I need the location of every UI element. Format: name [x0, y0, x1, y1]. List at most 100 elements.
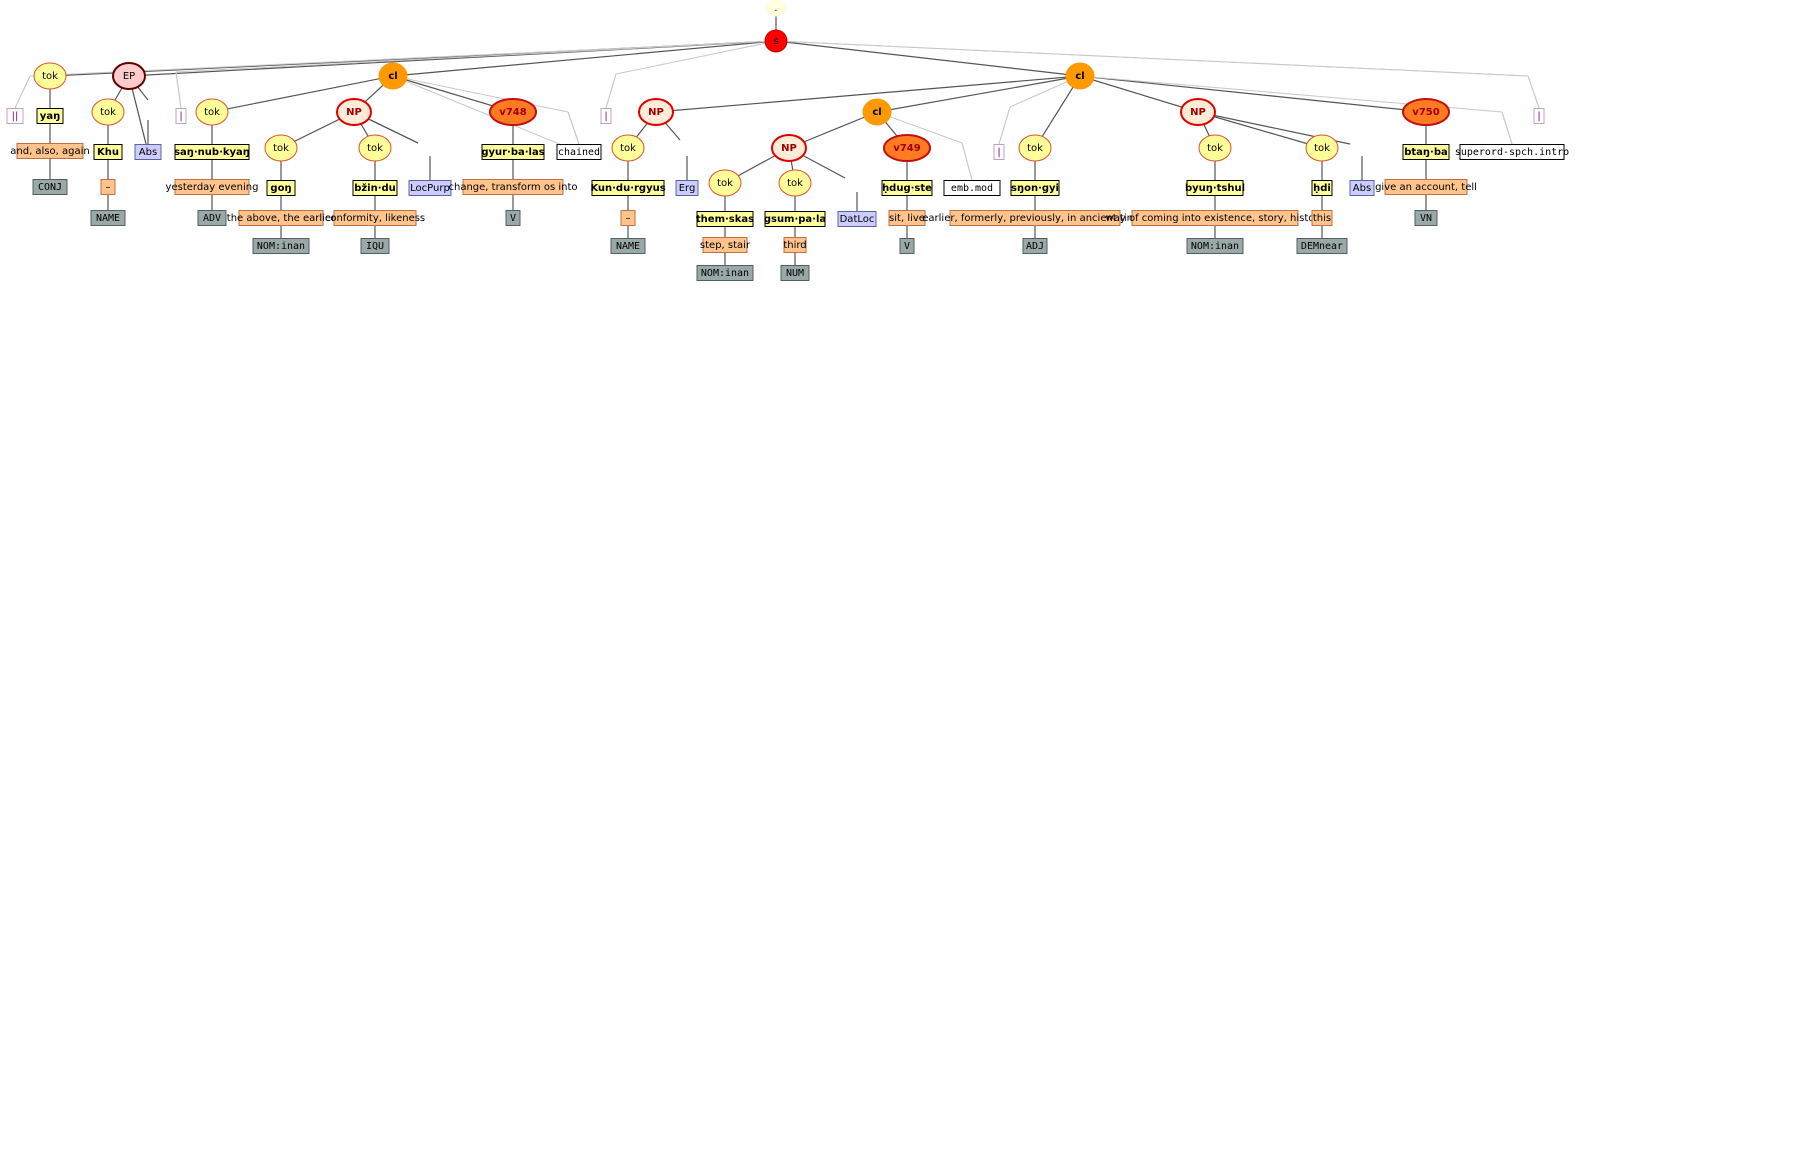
- word-snon-text: sŋon·gyi: [1011, 183, 1059, 194]
- tok-node-gsum-label: tok: [787, 178, 803, 189]
- tok-node-byun-label: tok: [1207, 143, 1223, 154]
- tok-node-gon-shape: [264, 134, 298, 162]
- cl-node-2: cl: [1065, 62, 1095, 90]
- gloss-btan: give an account, tell: [1375, 179, 1477, 195]
- punct-bar-3: |: [993, 144, 1005, 160]
- gloss-gsum-text: third: [783, 240, 806, 251]
- pos-snon-box: [1022, 238, 1048, 254]
- tok-node-them-shape: [708, 169, 742, 197]
- pos-kun-text: NAME: [616, 241, 640, 252]
- gloss-kun: –: [620, 210, 636, 226]
- word-yan: yaŋ: [36, 108, 64, 124]
- punct-bar-2-box: [600, 108, 612, 124]
- word-khu: Khu: [93, 144, 123, 160]
- gloss-hdug-box: [888, 210, 926, 226]
- tok-node-gsum: tok: [778, 169, 812, 197]
- np-node-4-label: NP: [1190, 107, 1206, 118]
- cl-node-1-label: cl: [388, 71, 397, 82]
- tok-node-gsum-shape: [778, 169, 812, 197]
- pos-bzin: IQU: [360, 238, 390, 254]
- gloss-hdi-text: this: [1313, 213, 1331, 224]
- pos-snon-text: ADJ: [1026, 241, 1044, 252]
- gloss-khu-text: –: [106, 182, 111, 193]
- pos-kun-box: [610, 238, 646, 254]
- cl-node-1-shape: [378, 62, 408, 90]
- root-node-label: .: [774, 3, 777, 14]
- leaf-stub: [14, 75, 31, 109]
- punct-double-bar-box: [6, 108, 24, 124]
- s-node-label: s: [773, 36, 778, 47]
- word-kun-box: [591, 180, 665, 196]
- np-node-4: NP: [1180, 98, 1216, 126]
- label-emb-mod-text: emb.mod: [951, 183, 993, 194]
- case-abs-2-box: [1349, 180, 1375, 196]
- cl-node-3: cl: [862, 98, 892, 126]
- v750-node-label: v750: [1412, 107, 1439, 118]
- word-bzin: bžin·du: [352, 180, 398, 196]
- gloss-them: step, stair: [700, 237, 751, 253]
- gloss-them-text: step, stair: [700, 240, 751, 251]
- tree-edge: [392, 40, 777, 77]
- label-chained: chained: [556, 144, 602, 160]
- tree-edge: [392, 75, 569, 113]
- pos-hdug: V: [899, 238, 915, 254]
- word-snon: sŋon·gyi: [1010, 180, 1060, 196]
- gloss-gyur-box: [462, 179, 564, 195]
- v749-node-shape: [883, 134, 931, 162]
- cl-node-1: cl: [378, 62, 408, 90]
- pos-gsum-text: NUM: [786, 268, 804, 279]
- punct-bar-4: |: [1533, 108, 1545, 124]
- v750-node-shape: [1402, 98, 1450, 126]
- case-abs-1: Abs: [134, 144, 162, 160]
- gloss-kun-box: [620, 210, 636, 226]
- label-superord-spch-intro: superord-spch.intro: [1455, 144, 1569, 160]
- np-node-1-shape: [336, 98, 372, 126]
- pos-sannub-text: ADV: [203, 213, 221, 224]
- cl-node-2-label: cl: [1075, 71, 1084, 82]
- gloss-byun-text: way of coming into existence, story, his…: [1106, 213, 1325, 224]
- tree-edge: [615, 40, 777, 75]
- pos-khu: NAME: [90, 210, 126, 226]
- pos-khu-box: [90, 210, 126, 226]
- tree-edge: [876, 111, 963, 144]
- gloss-gon-text: the above, the earlier: [227, 213, 336, 224]
- tok-node-byun: tok: [1198, 134, 1232, 162]
- word-them-box: [696, 211, 754, 227]
- v749-node-label: v749: [893, 143, 920, 154]
- np-node-1: NP: [336, 98, 372, 126]
- word-bzin-box: [352, 180, 398, 196]
- word-kun-text: Kun·du·rgyus: [590, 183, 665, 194]
- word-gsum: gsum·pa·la: [764, 211, 826, 227]
- tree-edge: [1079, 75, 1427, 113]
- word-gyur-box: [481, 144, 545, 160]
- gloss-gon: the above, the earlier: [227, 210, 336, 226]
- pos-gsum-box: [780, 265, 810, 281]
- v748-node: v748: [489, 98, 537, 126]
- pos-gsum: NUM: [780, 265, 810, 281]
- word-gon: goŋ: [266, 180, 296, 196]
- pos-hdi-box: [1296, 238, 1348, 254]
- tok-node-them-label: tok: [717, 178, 733, 189]
- tok-node-gon-label: tok: [273, 143, 289, 154]
- punct-bar-2-text: |: [604, 111, 607, 122]
- gloss-hdi: this: [1311, 210, 1333, 226]
- gloss-yan-text: and, also, again: [10, 146, 89, 157]
- case-locpurp: LocPurp: [408, 180, 452, 196]
- gloss-sannub: yesterday evening: [166, 179, 259, 195]
- pos-gyur: V: [505, 210, 521, 226]
- label-emb-mod-box: [943, 180, 1001, 196]
- pos-btan-text: VN: [1420, 213, 1432, 224]
- gloss-snon-box: [949, 210, 1121, 226]
- cl-node-3-shape: [862, 98, 892, 126]
- gloss-sannub-text: yesterday evening: [166, 182, 259, 193]
- gloss-gsum-box: [783, 237, 807, 253]
- gloss-khu-box: [100, 179, 116, 195]
- tok-node-bzin-shape: [358, 134, 392, 162]
- gloss-gyur: change, transform os into: [448, 179, 578, 195]
- leaf-stub: [961, 142, 973, 181]
- tok-node-kun-shape: [611, 134, 645, 162]
- word-btan: btaŋ·ba: [1402, 144, 1450, 160]
- pos-gyur-box: [505, 210, 521, 226]
